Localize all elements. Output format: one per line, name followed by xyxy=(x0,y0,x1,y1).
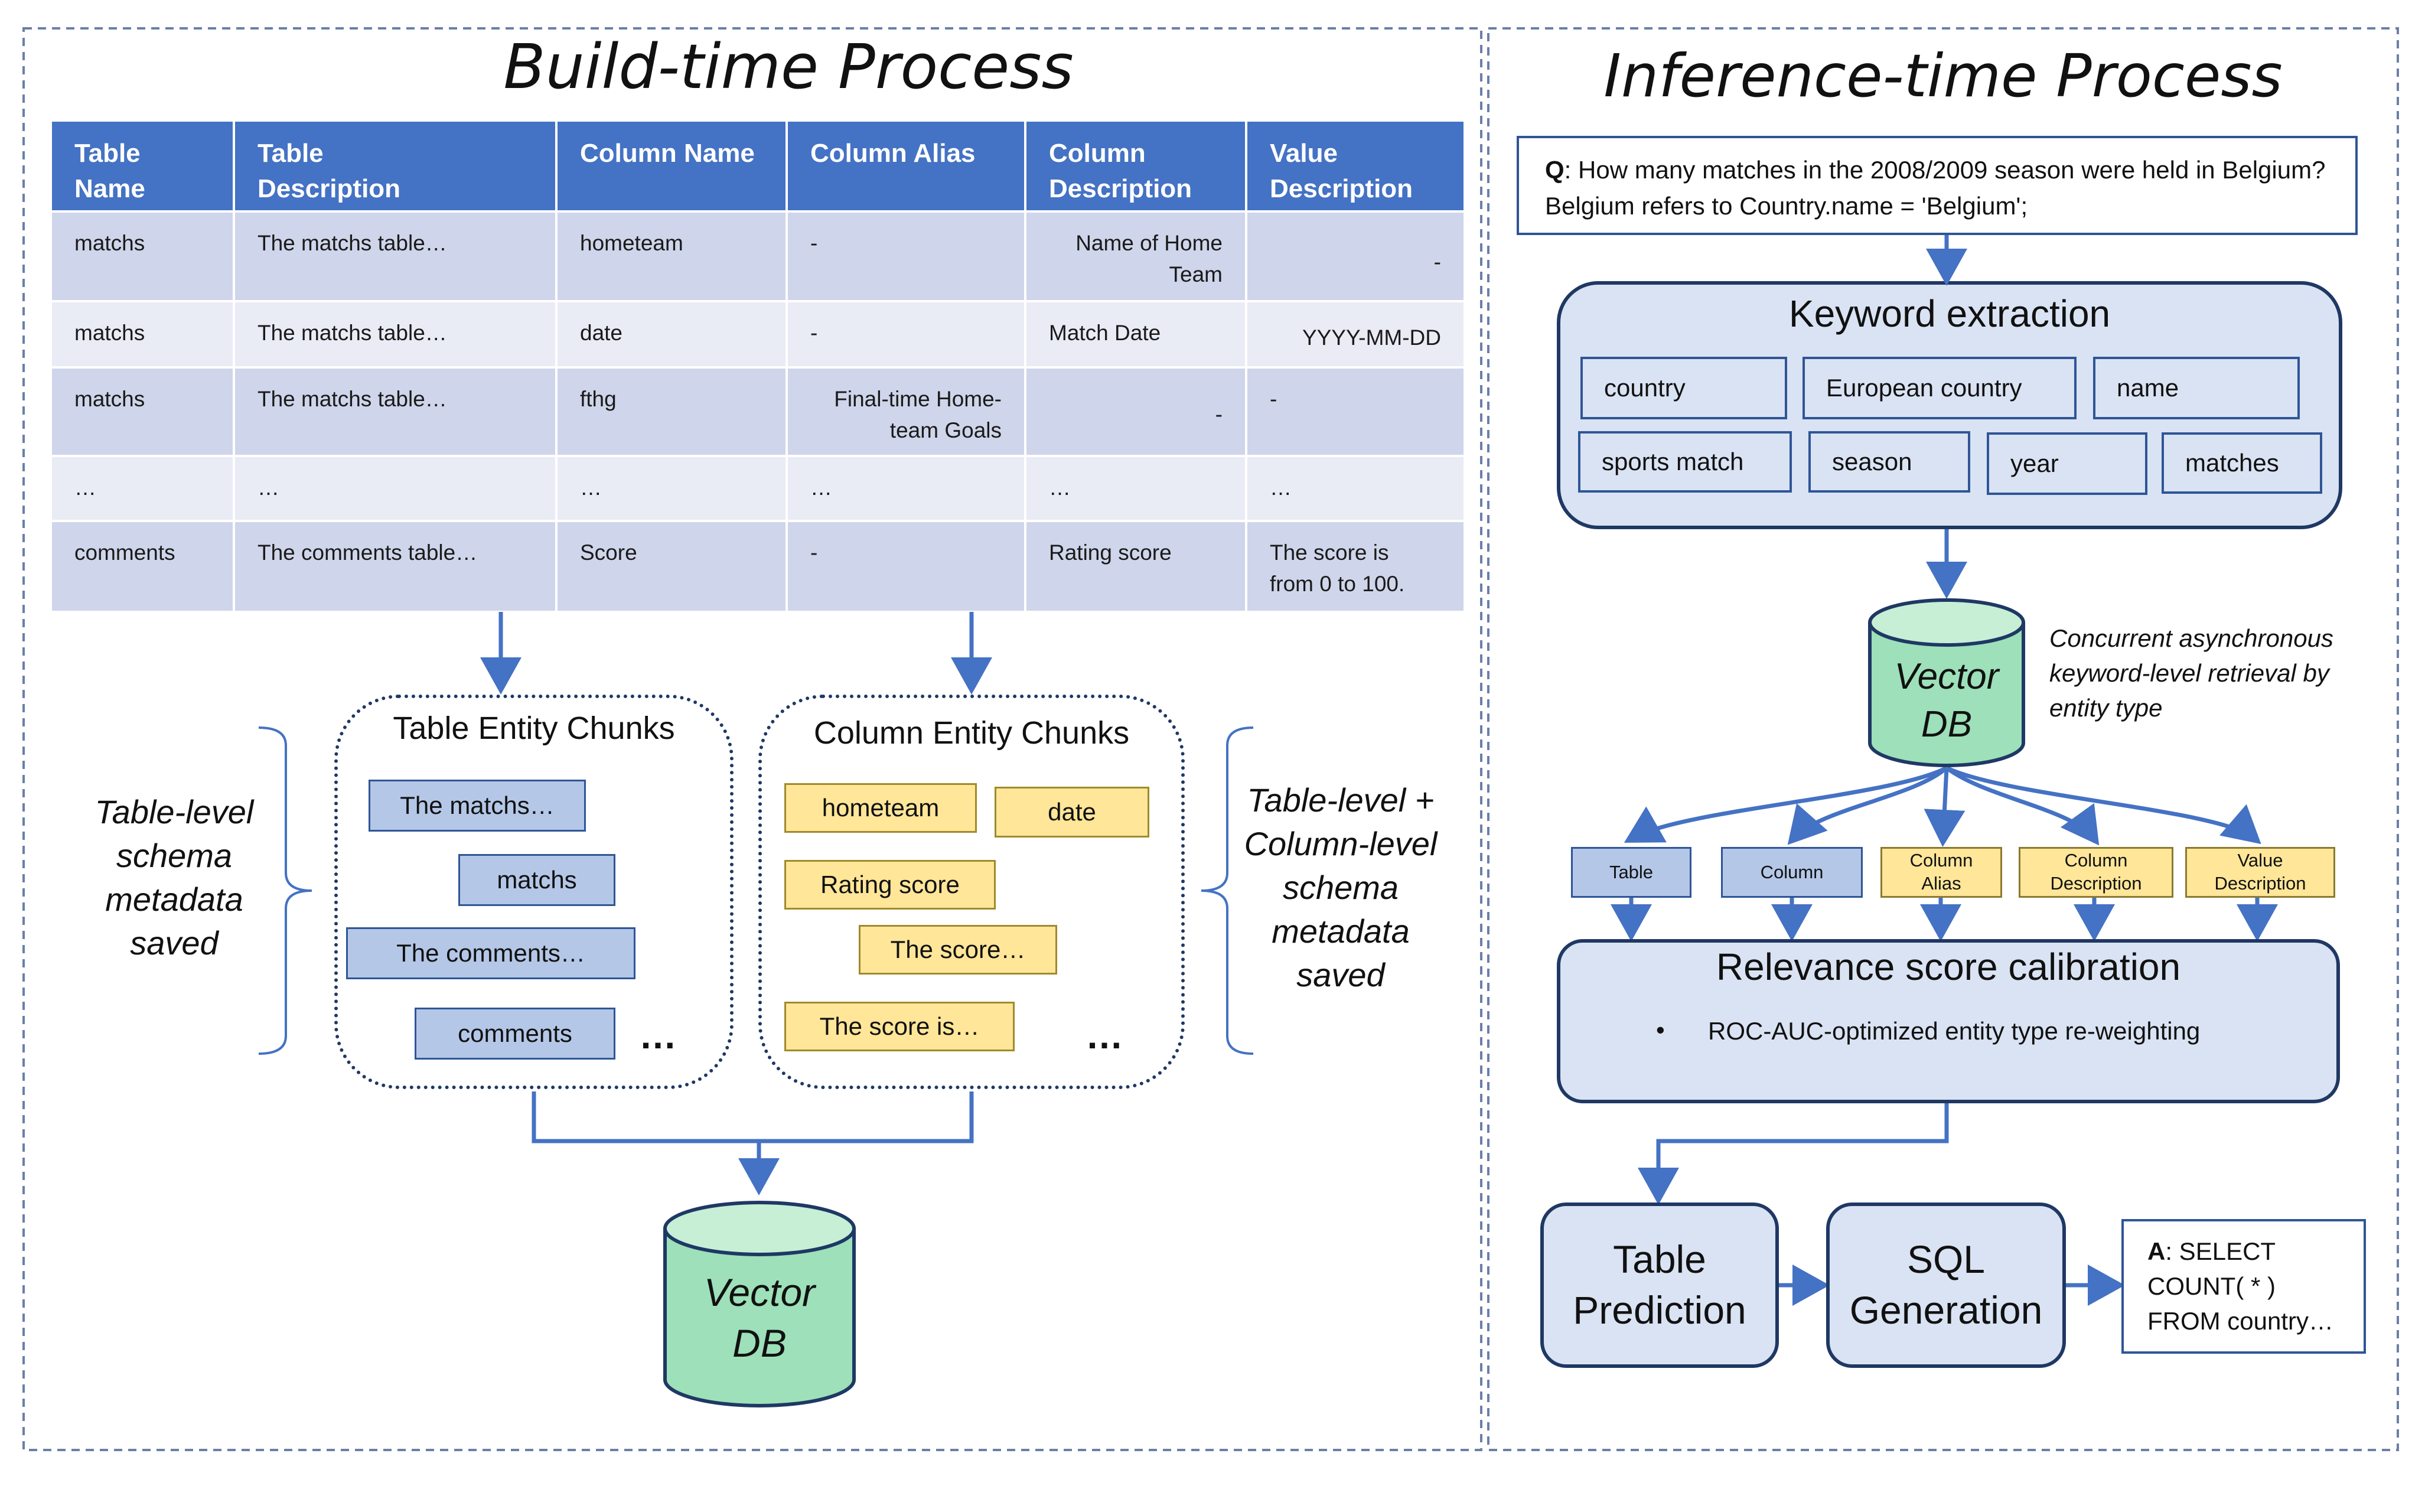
retrieval-note: Concurrent asynchronous keyword-level re… xyxy=(2049,624,2333,722)
column-chunk-2: date xyxy=(995,787,1149,838)
table-cell: … xyxy=(558,457,785,520)
table-cell: … xyxy=(235,457,555,520)
column-chunk-3: Rating score xyxy=(784,860,996,910)
calibration-bullet: • xyxy=(1656,1016,1665,1044)
table-cell: matchs xyxy=(52,302,233,366)
table-cell: matchs xyxy=(52,213,233,300)
chunks-to-db-connector xyxy=(532,1091,974,1143)
column-chunk-4: The score… xyxy=(859,925,1057,975)
table-cell: Final-time Home-team Goals xyxy=(788,369,1024,455)
keyword-7: matches xyxy=(2162,432,2322,494)
build-panel-frame xyxy=(22,27,1482,1451)
table-cell: Match Date xyxy=(1026,302,1245,366)
keyword-2: European country xyxy=(1803,357,2077,419)
calibration-title: Relevance score calibration xyxy=(1716,946,2181,988)
table-cell: … xyxy=(1247,457,1464,520)
table-cell: - xyxy=(788,522,1024,611)
table-cell: - xyxy=(788,213,1024,300)
table-cell: The matchs table… xyxy=(235,302,555,366)
table-cell: YYYY-MM-DD xyxy=(1247,302,1464,366)
column-chunks-more: … xyxy=(1086,1014,1123,1057)
keyword-4: sports match xyxy=(1578,431,1792,493)
table-chunk-3: The comments… xyxy=(346,927,635,979)
keyword-1: country xyxy=(1580,357,1787,419)
question-box: Q: How many matches in the 2008/2009 sea… xyxy=(1517,136,2358,235)
build-title: Build-time Process xyxy=(503,31,1074,103)
table-cell: date xyxy=(558,302,785,366)
column-chunks-title: Column Entity Chunks xyxy=(813,715,1130,751)
table-cell: Rating score xyxy=(1026,522,1245,611)
table-cell: - xyxy=(788,302,1024,366)
column-chunk-5: The score is… xyxy=(784,1002,1015,1051)
right-brace xyxy=(1201,726,1254,1055)
table-cell: … xyxy=(788,457,1024,520)
entity-type-table: Table xyxy=(1571,847,1691,898)
db-to-column-arrow xyxy=(1787,766,1948,845)
table-cell: The matchs table… xyxy=(235,369,555,455)
build-vector-db-icon xyxy=(663,1201,856,1407)
db-to-coldesc-arrow xyxy=(1945,766,2100,846)
build-vector-db-label: Vector DB xyxy=(703,1270,816,1365)
table-chunk-1: The matchs… xyxy=(369,780,586,832)
table-chunks-more: … xyxy=(639,1014,677,1057)
inference-vector-db-label: Vector DB xyxy=(1894,656,1999,745)
table-chunks-title: Table Entity Chunks xyxy=(393,711,675,746)
table-cell: fthg xyxy=(558,369,785,455)
keyword-extraction-title: Keyword extraction xyxy=(1788,292,2111,335)
left-schema-label: Table-level schema metadata saved xyxy=(94,793,254,962)
keyword-6: year xyxy=(1987,432,2147,495)
question-prefix: Q xyxy=(1545,156,1564,184)
table-chunk-4: comments xyxy=(415,1008,615,1060)
db-to-table-arrow xyxy=(1624,765,1948,843)
table-cell: The comments table… xyxy=(235,522,555,611)
inference-title: Inference-time Process xyxy=(1603,41,2283,110)
table-cell: The matchs table… xyxy=(235,213,555,300)
inference-panel-frame xyxy=(1487,27,2399,1451)
keyword-3: name xyxy=(2093,357,2300,419)
table-chunk-2: matchs xyxy=(458,854,615,906)
table-cell: Score xyxy=(558,522,785,611)
calibration-to-prediction-arrow xyxy=(1638,1103,1949,1205)
answer-prefix: A xyxy=(2147,1237,2166,1265)
left-brace xyxy=(258,726,312,1055)
calibration-point: ROC-AUC-optimized entity type re-weighti… xyxy=(1708,1017,2201,1045)
table-cell: - xyxy=(1247,369,1464,455)
table-header-cell: Column Name xyxy=(558,122,785,210)
db-to-alias-arrow xyxy=(1924,767,1966,847)
question-text: : How many matches in the 2008/2009 seas… xyxy=(1545,156,2326,220)
keyword-5: season xyxy=(1808,431,1970,493)
relevance-calibration-panel xyxy=(1557,939,2340,1103)
table-cell: hometeam xyxy=(558,213,785,300)
table-cell: comments xyxy=(52,522,233,611)
entity-type-column: Column xyxy=(1721,847,1863,898)
table-cell: - xyxy=(1247,213,1464,300)
column-chunk-1: hometeam xyxy=(784,783,977,833)
table-cell: matchs xyxy=(52,369,233,455)
inference-vector-db-icon xyxy=(1868,598,2025,767)
table-cell: … xyxy=(1026,457,1245,520)
answer-box: A: SELECT COUNT( * ) FROM country… xyxy=(2121,1219,2366,1354)
table-cell: … xyxy=(52,457,233,520)
right-schema-label: Table-level + Column-level schema metada… xyxy=(1244,781,1438,993)
table-header-cell: Column Alias xyxy=(788,122,1024,210)
db-to-valdesc-arrow xyxy=(1945,765,2261,845)
table-cell: - xyxy=(1026,369,1245,455)
